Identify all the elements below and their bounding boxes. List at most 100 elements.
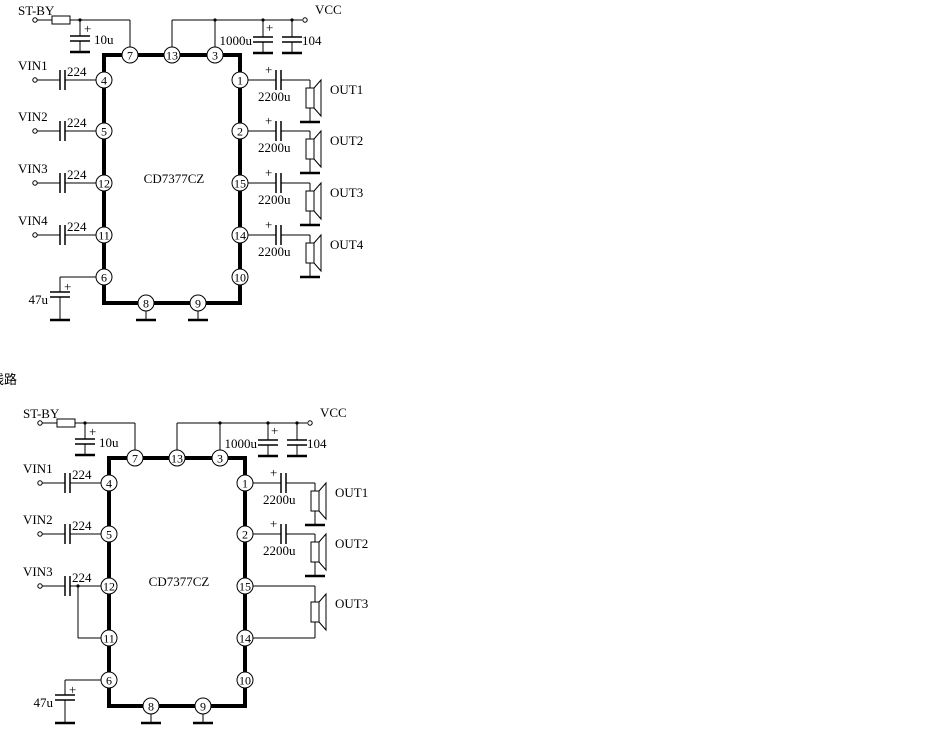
pin-2: 2 <box>618 313 624 327</box>
pin-14-circle <box>231 226 249 244</box>
junction-dot <box>218 421 222 425</box>
pin-4: 4 <box>106 477 112 491</box>
terminal-icon <box>37 583 43 589</box>
input-cap-value: 224 <box>448 252 468 267</box>
input-cap-value: 224 <box>448 355 468 370</box>
pin-15-circle <box>231 174 249 192</box>
pin-3: 3 <box>593 237 599 251</box>
input-label: VIN1 <box>399 246 429 261</box>
plus-sign: + <box>445 467 452 482</box>
plus-sign: + <box>270 465 277 480</box>
pin-12: 12 <box>103 580 115 594</box>
pin-11-circle <box>477 415 493 431</box>
pin-15-circle <box>236 577 254 595</box>
terminal-icon <box>37 480 43 486</box>
terminal-icon <box>414 206 418 210</box>
pin-15: 15 <box>239 580 251 594</box>
input-label: VIN2 <box>23 512 53 527</box>
plus-sign: + <box>84 21 91 36</box>
terminal-icon <box>32 232 38 238</box>
resistor-icon <box>56 418 76 428</box>
pin-8-circle <box>142 697 160 715</box>
input-cap-value: 224 <box>67 219 87 234</box>
input-cap-value: 224 <box>72 467 92 482</box>
pin-13-circle <box>545 235 561 251</box>
pin-7-circle <box>121 46 139 64</box>
plus-sign: + <box>265 165 272 180</box>
pin-2: 2 <box>242 528 248 542</box>
pin-1: 1 <box>242 477 248 491</box>
output-3-speaker-icon <box>305 190 315 212</box>
pin-7-circle <box>126 449 144 467</box>
output-1-speaker-icon <box>687 284 695 304</box>
plus-sign: + <box>647 208 654 223</box>
pin-5-circle <box>100 525 118 543</box>
pin6-cap-value: 47u <box>410 480 430 495</box>
terminal-icon <box>37 420 43 426</box>
junction-dot <box>457 369 460 372</box>
output-2-cap-value: 2200u <box>263 543 296 558</box>
pin-10-circle <box>236 671 254 689</box>
pin-9-circle <box>189 294 207 312</box>
ic-body <box>485 243 621 491</box>
vcc-bypass-cap-value: 104 <box>307 436 327 451</box>
pin-2: 2 <box>237 125 243 139</box>
pin-1: 1 <box>237 74 243 88</box>
pin-4: 4 <box>101 74 107 88</box>
plus-sign: + <box>265 113 272 128</box>
pin-14-circle <box>613 415 629 431</box>
pin-5: 5 <box>482 313 488 327</box>
pin-3-circle <box>206 46 224 64</box>
terminal-icon <box>32 180 38 186</box>
pin-12-circle <box>95 174 113 192</box>
pin-10-circle <box>613 457 629 473</box>
output-1-speaker-icon <box>310 490 320 512</box>
pin-10-circle <box>231 268 249 286</box>
pin-9-circle <box>194 697 212 715</box>
plus-sign: + <box>69 682 76 697</box>
input-label: VIN2 <box>399 349 429 364</box>
pin-6: 6 <box>482 459 488 473</box>
pin-15: 15 <box>615 365 627 379</box>
terminal-icon <box>414 369 418 373</box>
pin-15-circle <box>613 363 629 379</box>
pin-11-circle <box>95 226 113 244</box>
pin-1: 1 <box>618 262 624 276</box>
plus-sign: + <box>265 62 272 77</box>
output-4-cap-value: 2200u <box>258 244 291 259</box>
input-label: VIN4 <box>18 213 48 228</box>
junction-dot <box>642 206 645 209</box>
output-2-cap-value: 2200u <box>258 140 291 155</box>
pin-2-circle <box>231 122 249 140</box>
output-2-speaker-icon <box>305 138 315 160</box>
pin-1-circle <box>231 71 249 89</box>
terminal-icon <box>32 77 38 83</box>
output-1-cap-value: 2200u <box>263 492 296 507</box>
pin-1-circle <box>613 260 629 276</box>
pin-6-circle <box>100 671 118 689</box>
input-label: VIN3 <box>23 564 53 579</box>
output-3-speaker-icon <box>310 601 320 623</box>
input-label: VIN1 <box>18 58 48 73</box>
output-4-speaker-cone <box>313 233 322 273</box>
output-2-speaker-cone <box>318 532 327 572</box>
vcc-bypass-cap-value: 104 <box>683 221 703 236</box>
pin-8-circle <box>519 483 535 499</box>
pin-6: 6 <box>106 674 112 688</box>
vcc-label: VCC <box>315 2 342 17</box>
pin-10: 10 <box>234 271 246 285</box>
pin-5: 5 <box>106 528 112 542</box>
plus-sign: + <box>89 424 96 439</box>
junction-dot <box>457 266 460 269</box>
ic-label: CD7377CZ <box>144 171 205 186</box>
output-2-speaker-cone <box>695 379 702 415</box>
pin-3-circle <box>588 235 604 251</box>
output-1-label: OUT1 <box>335 485 368 500</box>
pin-2-circle <box>613 311 629 327</box>
input-cap-value: 224 <box>67 64 87 79</box>
output-3-speaker-cone <box>318 592 327 632</box>
pin-4: 4 <box>482 262 488 276</box>
